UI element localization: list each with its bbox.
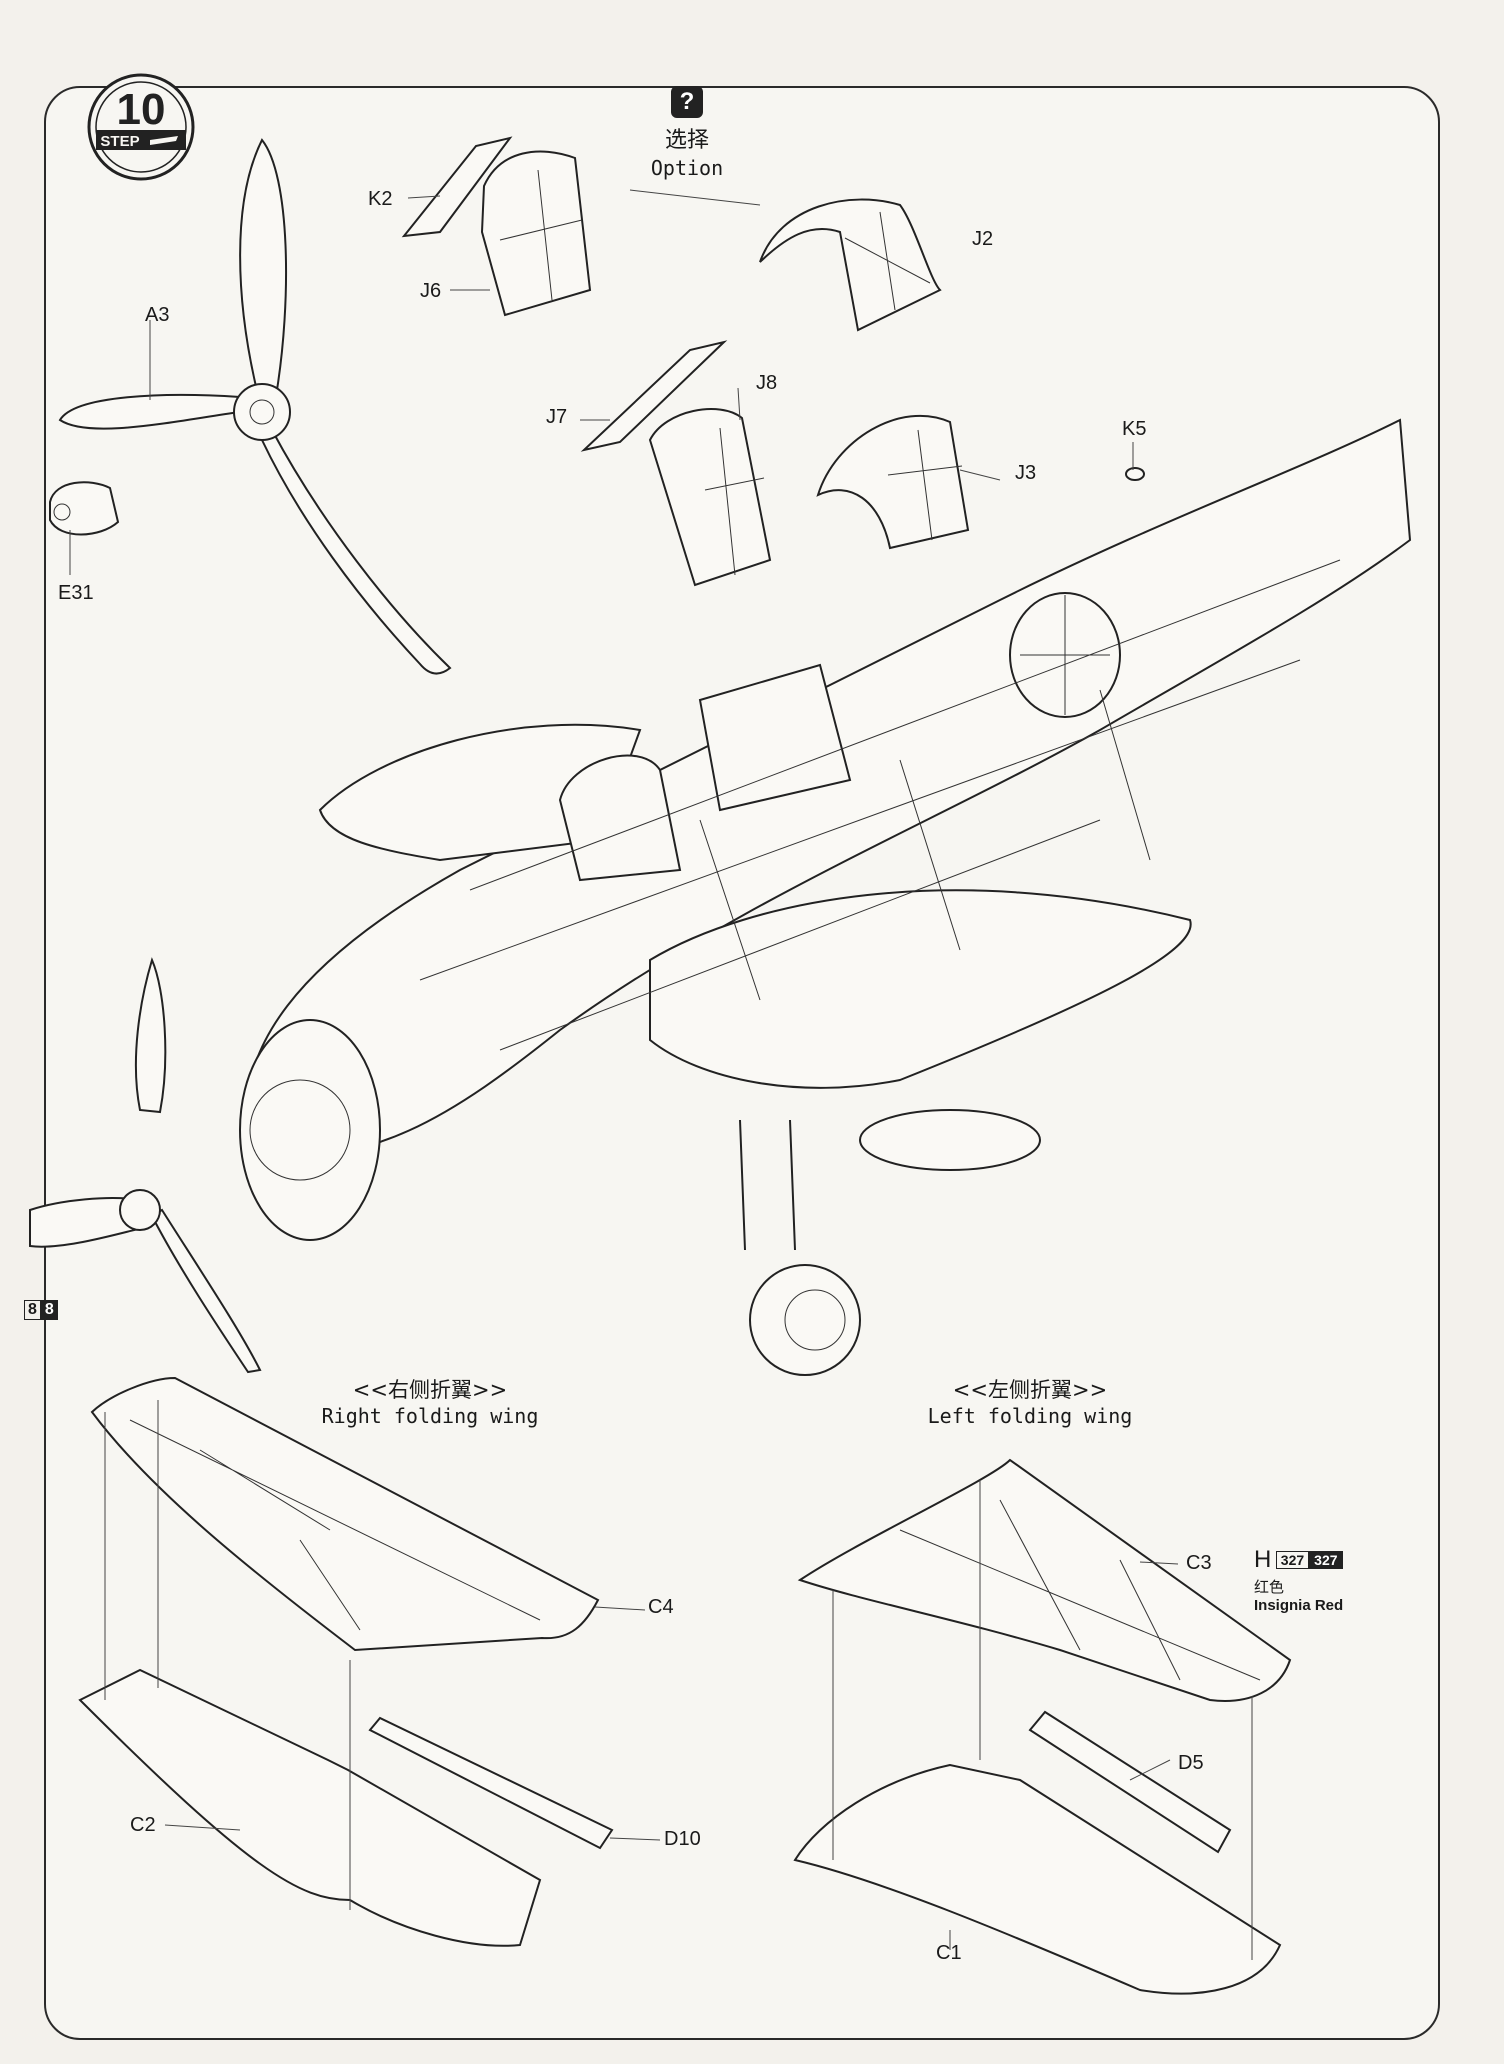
part-label-d10: D10 [664,1828,701,1850]
right-wing-illustration [78,1376,614,1947]
left-wing-illustration [793,1458,1292,1995]
left-wing-title-en: Left folding wing [927,1404,1133,1428]
paint-name-cn: 红色 [1254,1579,1285,1596]
aircraft-illustration [29,418,1412,1376]
paint-code-1: 327 [1275,1551,1310,1569]
part-label-d5: D5 [1178,1752,1204,1774]
part-label-c2: C2 [130,1814,156,1836]
right-wing-title-cn: <<右侧折翼>> [352,1378,508,1402]
option-marker: ? 选择 Option [620,86,754,180]
edge-tab-b: 8 [40,1300,58,1320]
right-wing-title-en: Right folding wing [321,1404,539,1428]
part-label-j6: J6 [420,280,442,302]
part-label-j7: J7 [546,406,568,428]
step-number: 10 [117,85,166,134]
option-label-cn: 选择 [664,127,709,152]
propeller-top-illustration [49,138,452,675]
step-badge-icon: 10 STEP [87,73,195,181]
part-label-j2: J2 [972,228,994,250]
part-label-c4: C4 [648,1596,674,1618]
left-wing-title-cn: <<左侧折翼>> [952,1378,1108,1402]
airplane-icon [150,136,178,145]
edge-tab-a: 8 [24,1300,41,1320]
part-label-j8: J8 [756,372,778,394]
option-label-en: Option [650,156,724,180]
right-wing-title: <<右侧折翼>> Right folding wing [300,1374,560,1428]
question-icon: ? [671,86,703,118]
part-label-k2: K2 [368,188,393,210]
step-badge: 10 STEP [86,72,196,182]
part-label-j3: J3 [1015,462,1037,484]
part-label-c1: C1 [936,1942,962,1964]
part-label-e31: E31 [58,582,94,604]
part-label-c3: C3 [1186,1552,1212,1574]
callout-leaders [69,189,1179,1950]
part-label-k5: K5 [1122,418,1147,440]
canopy-parts-illustration [401,136,1145,587]
left-wing-title: <<左侧折翼>> Left folding wing [900,1374,1160,1428]
paint-prefix: H [1254,1546,1272,1573]
paint-name-en: Insignia Red [1254,1597,1344,1614]
step-word: STEP [100,133,139,150]
paint-code-2: 327 [1309,1551,1343,1569]
part-label-a3: A3 [145,304,170,326]
